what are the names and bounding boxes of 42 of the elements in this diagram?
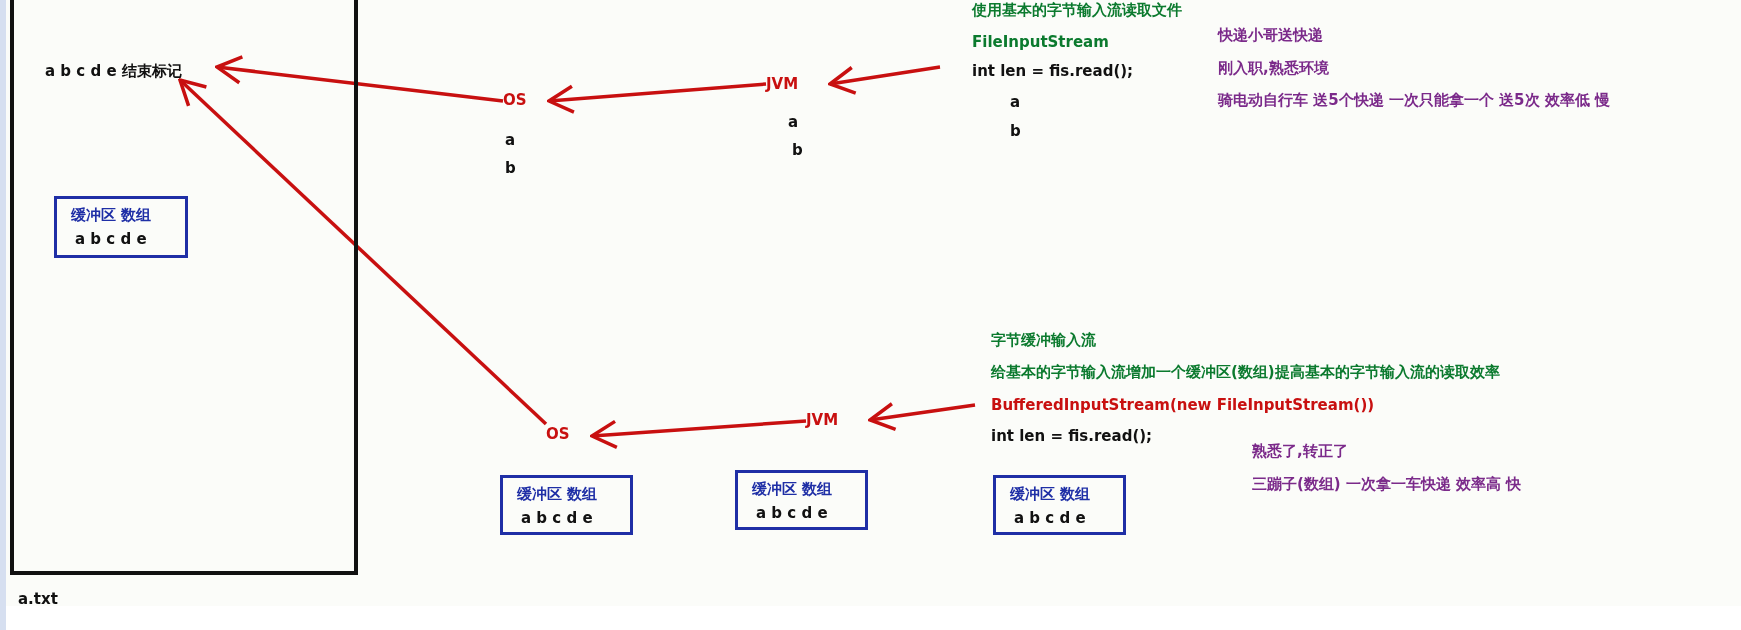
byte-label: a bbox=[1010, 92, 1021, 112]
note-text: 熟悉了,转正了 bbox=[1252, 441, 1348, 461]
text-label: JVM bbox=[806, 410, 839, 430]
code-line: FileInputStream bbox=[972, 32, 1109, 52]
code-line: int len = fis.read(); bbox=[972, 61, 1134, 81]
buffer-box bbox=[500, 475, 633, 535]
arrow bbox=[547, 82, 767, 114]
byte-label: b bbox=[1010, 121, 1021, 141]
note-text: 快递小哥送快递 bbox=[1218, 25, 1323, 45]
code-line: int len = fis.read(); bbox=[991, 426, 1153, 446]
arrow bbox=[590, 419, 807, 450]
box-text: a b c d e bbox=[75, 229, 147, 249]
box-title: 缓冲区 数组 bbox=[752, 479, 833, 499]
byte-label: b bbox=[505, 158, 516, 178]
note-text: 刚入职,熟悉环境 bbox=[1218, 58, 1329, 78]
note-text: 三蹦子(数组) 一次拿一车快递 效率高 快 bbox=[1252, 474, 1522, 494]
box-text: a b c d e bbox=[756, 503, 828, 523]
arrow bbox=[828, 65, 941, 95]
text-label: OS bbox=[503, 90, 527, 110]
code-line: 字节缓冲输入流 bbox=[991, 330, 1096, 350]
box-title: 缓冲区 数组 bbox=[1010, 484, 1091, 504]
note-text: 骑电动自行车 送5个快递 一次只能拿一个 送5次 效率低 慢 bbox=[1218, 90, 1610, 110]
buffer-box bbox=[735, 470, 868, 530]
byte-label: a bbox=[505, 130, 516, 150]
box-title: 缓冲区 数组 bbox=[71, 205, 152, 225]
text-label: a b c d e 结束标记 bbox=[45, 61, 182, 81]
arrow bbox=[868, 402, 976, 432]
byte-label: b bbox=[792, 140, 803, 160]
arrow bbox=[215, 55, 504, 103]
box-text: a b c d e bbox=[521, 508, 593, 528]
code-line: BufferedInputStream(new FileInputStream()) bbox=[991, 395, 1375, 415]
file-name: a.txt bbox=[18, 589, 58, 609]
buffer-box bbox=[993, 475, 1126, 535]
text-label: JVM bbox=[766, 74, 799, 94]
arrow bbox=[178, 78, 548, 426]
text-label: OS bbox=[546, 424, 570, 444]
code-line: 给基本的字节输入流增加一个缓冲区(数组)提高基本的字节输入流的读取效率 bbox=[991, 362, 1500, 382]
code-line: 使用基本的字节输入流读取文件 bbox=[972, 0, 1182, 20]
byte-label: a bbox=[788, 112, 799, 132]
buffer-box bbox=[54, 196, 188, 258]
box-text: a b c d e bbox=[1014, 508, 1086, 528]
box-title: 缓冲区 数组 bbox=[517, 484, 598, 504]
